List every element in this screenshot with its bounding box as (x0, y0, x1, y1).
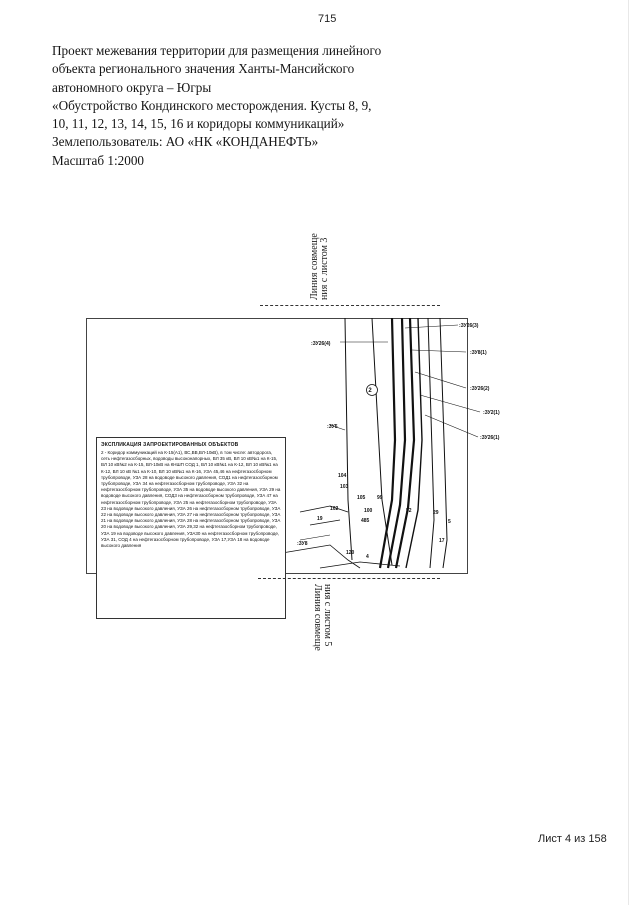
sheet-counter: Лист 4 из 158 (538, 833, 607, 845)
corridor-line (386, 317, 407, 569)
document-header: Проект межевания территории для размещен… (52, 42, 382, 170)
label-zu26-2: :ЗУ26(2) (470, 386, 490, 392)
leader-line (414, 371, 467, 389)
boundary-line (309, 519, 341, 526)
label-zu2-1: :ЗУ2(1) (483, 410, 500, 416)
header-line: Землепользователь: АО «НК «КОНДАНЕФТЬ» (52, 134, 319, 150)
point-99: 99 (377, 495, 383, 501)
scan-edge (628, 0, 629, 905)
boundary-line (371, 317, 393, 566)
corridor-line (405, 317, 423, 569)
boundary-line (439, 317, 448, 569)
point-102: 102 (330, 506, 339, 512)
header-line: автономного округа – Югры (52, 79, 212, 95)
parcel-marker (366, 384, 378, 396)
label-zu26-4: :ЗУ26(4) (311, 341, 331, 347)
header-line: Проект межевания территории для размещен… (52, 43, 382, 58)
boundary-line (427, 317, 435, 569)
leader-line (424, 414, 479, 438)
match-line-bottom (258, 578, 440, 579)
match-line-bottom-label: Линия совмещения с листом 5 (312, 584, 333, 651)
explication-title: ЭКСПЛИКАЦИЯ ЗАПРОЕКТИРОВАННЫХ ОБЪЕКТОВ (101, 442, 239, 448)
point-104: 104 (338, 473, 347, 479)
point-120: 120 (346, 550, 355, 556)
explication-box: ЭКСПЛИКАЦИЯ ЗАПРОЕКТИРОВАННЫХ ОБЪЕКТОВ 2… (96, 437, 286, 619)
label-zu8: :ЗУ8 (297, 541, 308, 547)
header-line: «Обустройство Кондинского месторождения.… (52, 97, 372, 113)
point-485: 485 (361, 518, 370, 524)
boundary-line (344, 317, 353, 561)
label-parcel-2: 2 (368, 388, 372, 394)
corridor-line (394, 317, 416, 569)
label-zu26-1: :ЗУ26(1) (480, 435, 500, 441)
point-29: 29 (433, 510, 439, 516)
page-number: 715 (318, 13, 337, 25)
point-105: 105 (357, 495, 366, 501)
boundary-line (319, 561, 401, 569)
leader-line (419, 394, 481, 413)
header-line: 10, 11, 12, 13, 14, 15, 16 и коридоры ко… (52, 116, 345, 132)
leader-line (404, 324, 459, 329)
leader-line (299, 534, 331, 541)
corridor-line (378, 317, 397, 569)
point-17: 17 (439, 538, 445, 544)
header-line: Масштаб 1:2000 (52, 152, 145, 168)
point-100: 100 (364, 508, 373, 514)
point-4: 4 (366, 554, 369, 560)
leader-line (411, 349, 467, 353)
point-5: 5 (448, 519, 451, 525)
point-52: 52 (406, 508, 412, 514)
label-zu5: :ЗУ5 (327, 424, 338, 430)
explication-text: 2 - Коридор коммуникаций на К-15(А1), ВС… (101, 450, 281, 549)
header-line: объекта регионального значения Ханты-Ман… (52, 61, 355, 77)
point-103: 103 (340, 484, 349, 490)
label-zu8-1: :ЗУ8(1) (470, 350, 487, 356)
leader-line (329, 424, 346, 431)
match-line-top (260, 305, 440, 306)
point-19: 19 (317, 516, 323, 522)
boundary-line (269, 544, 361, 569)
label-zu26-3: :ЗУ26(3) (459, 323, 479, 329)
boundary-line (299, 505, 349, 513)
